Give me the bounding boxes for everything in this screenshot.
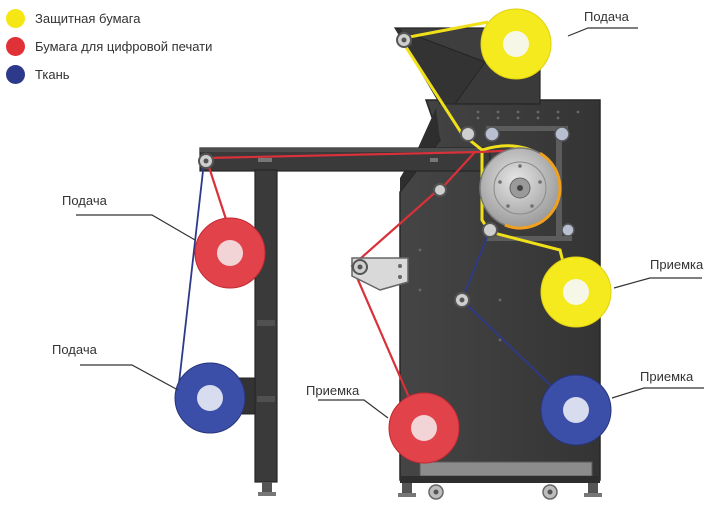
horizontal-arm — [199, 147, 491, 172]
heat-drum — [478, 146, 562, 230]
roll-icon — [174, 8, 612, 464]
wheel-icon — [398, 483, 602, 500]
tension-bracket — [351, 257, 409, 291]
callout-lines — [76, 27, 704, 419]
idler-rollers — [198, 32, 575, 308]
